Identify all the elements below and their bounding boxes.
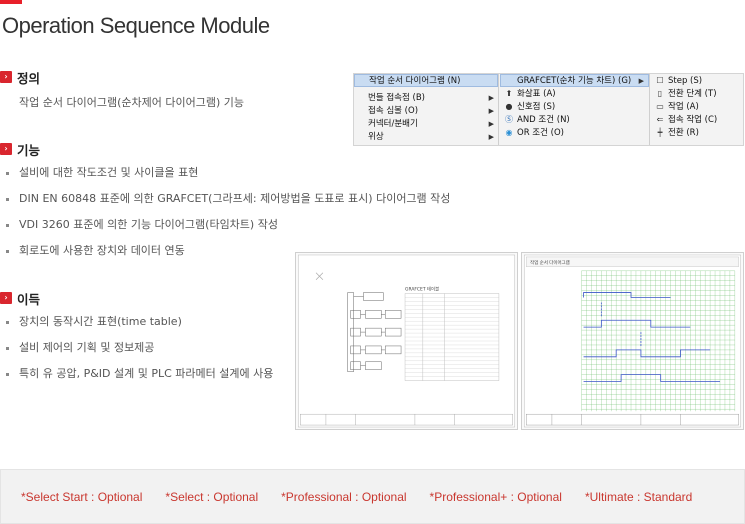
function-diagram-image: 작업 순서 다이어그램	[523, 254, 742, 428]
features-section: › 기능	[0, 140, 40, 158]
edition-select-start: *Select Start : Optional	[21, 489, 143, 504]
list-item: DIN EN 60848 표준에 의한 GRAFCET(그라프세: 제어방법을 …	[0, 191, 450, 217]
menu-item-connect-action[interactable]: ⇐접속 작업 (C)	[656, 115, 718, 125]
and-condition-icon: Ⓢ	[505, 115, 513, 124]
grafcet-table-title: GRAFCET 테이블	[405, 286, 439, 293]
menu-column-grafcet: GRAFCET(순차 기능 차트) (G)▶ ⬆화살표 (A) ●신호점 (S)…	[500, 74, 650, 145]
transition-step-icon: ▯	[657, 89, 663, 98]
submenu-arrow-icon: ▶	[488, 133, 494, 141]
bullet-icon	[6, 321, 9, 324]
list-item: VDI 3260 표준에 의한 기능 다이어그램(타임차트) 작성	[0, 217, 450, 243]
benefits-section: › 이득	[0, 289, 40, 307]
bullet-icon	[6, 224, 9, 227]
transition-icon: ┿	[657, 128, 663, 137]
function-diagram-thumbnail: 작업 순서 다이어그램	[521, 252, 744, 430]
chevron-right-icon: ›	[0, 143, 12, 155]
chevron-right-icon: ›	[0, 292, 12, 304]
edition-professional: *Professional : Optional	[281, 489, 407, 504]
bullet-icon	[6, 172, 9, 175]
connect-action-icon: ⇐	[656, 115, 664, 124]
menu-item-step[interactable]: ☐Step (S)	[656, 76, 703, 86]
submenu-arrow-icon: ▶	[488, 120, 494, 128]
menu-item-phase[interactable]: 위상▶	[368, 132, 494, 142]
menu-item-bundle-connection[interactable]: 번들 접속점 (B)▶	[368, 93, 494, 103]
function-diagram-title: 작업 순서 다이어그램	[530, 259, 570, 266]
menu-item-transition[interactable]: ┿전환 (R)	[651, 126, 745, 139]
arrow-up-icon: ⬆	[505, 89, 513, 98]
edition-ultimate: *Ultimate : Standard	[584, 489, 693, 504]
definition-text: 작업 순서 다이어그램(순차제어 다이어그램) 기능	[19, 96, 244, 109]
submenu-arrow-icon: ▶	[488, 107, 494, 115]
features-heading: 기능	[17, 142, 41, 158]
bullet-icon	[6, 373, 9, 376]
bullet-icon	[6, 347, 9, 350]
definition-heading: 정의	[17, 70, 41, 86]
edition-availability-bar: *Select Start : Optional *Select : Optio…	[0, 469, 745, 524]
context-menu-screenshot: 작업 순서 다이어그램 (N) 번들 접속점 (B)▶ 접속 심볼 (O)▶ 커…	[353, 73, 744, 146]
list-item: 설비 제어의 기획 및 정보제공	[0, 340, 273, 366]
benefits-heading: 이득	[17, 291, 41, 307]
list-item: 회로도에 사용한 장치와 데이터 연동	[0, 243, 450, 269]
list-item: 장치의 동작시간 표현(time table)	[0, 314, 273, 340]
submenu-arrow-icon: ▶	[638, 77, 644, 85]
submenu-arrow-icon: ▶	[488, 94, 494, 102]
list-item: 설비에 대한 작도조건 및 사이클을 표현	[0, 165, 450, 191]
bullet-icon	[6, 250, 9, 253]
grafcet-drawing-image: GRAFCET 테이블	[297, 254, 516, 428]
menu-item-signal-point[interactable]: ●신호점 (S)	[505, 102, 556, 112]
menu-item-transition-step[interactable]: ▯전환 단계 (T)	[651, 87, 745, 100]
features-list: 설비에 대한 작도조건 및 사이클을 표현 DIN EN 60848 표준에 의…	[0, 165, 450, 269]
list-item: 특히 유 공압, P&ID 설계 및 PLC 파라메터 설계에 사용	[0, 366, 273, 392]
menu-column-grafcet-items: ☐Step (S) ▯전환 단계 (T) ▭작업 (A) ⇐접속 작업 (C) …	[651, 74, 745, 145]
action-icon: ▭	[656, 102, 664, 111]
chevron-right-icon: ›	[0, 71, 12, 83]
menu-item-action[interactable]: ▭작업 (A)	[656, 102, 699, 112]
edition-professional-plus: *Professional+ : Optional	[429, 489, 562, 504]
definition-section: › 정의	[0, 68, 40, 86]
or-condition-icon: ◉	[505, 128, 513, 137]
top-accent-bar	[0, 0, 22, 4]
page-title: Operation Sequence Module	[2, 13, 270, 38]
grafcet-drawing-thumbnail: GRAFCET 테이블	[295, 252, 518, 430]
menu-item-grafcet[interactable]: GRAFCET(순차 기능 차트) (G)▶	[500, 74, 649, 87]
menu-column-main: 작업 순서 다이어그램 (N) 번들 접속점 (B)▶ 접속 심볼 (O)▶ 커…	[354, 74, 499, 145]
menu-item-operation-sequence[interactable]: 작업 순서 다이어그램 (N)	[354, 74, 498, 87]
edition-select: *Select : Optional	[165, 489, 259, 504]
signal-point-icon: ●	[505, 102, 513, 111]
menu-item-connector-distributor[interactable]: 커넥터/분배기▶	[368, 119, 494, 129]
menu-item-or-condition[interactable]: ◉OR 조건 (O)	[505, 128, 564, 138]
menu-item-arrow[interactable]: ⬆화살표 (A)	[505, 89, 556, 99]
step-icon: ☐	[656, 76, 664, 85]
bullet-icon	[6, 198, 9, 201]
benefits-list: 장치의 동작시간 표현(time table) 설비 제어의 기획 및 정보제공…	[0, 314, 273, 392]
menu-item-connection-symbol[interactable]: 접속 심볼 (O)▶	[368, 106, 494, 116]
